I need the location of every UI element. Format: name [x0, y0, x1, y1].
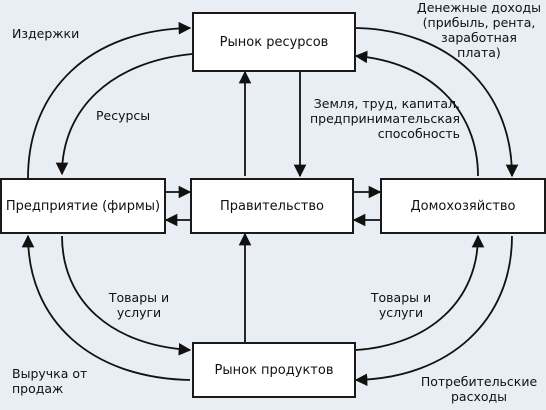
- label-costs: Издержки: [12, 26, 80, 41]
- arrow-factors: [354, 50, 479, 177]
- label-income-line: Денежные доходы: [416, 0, 542, 15]
- label-revenue: Выручка от продаж: [12, 366, 87, 396]
- label-income-line: заработная: [441, 30, 517, 45]
- label-goods-right-line: услуги: [378, 305, 424, 320]
- households-box: Домохозяйство: [380, 178, 546, 234]
- label-spending-line: Потребительские: [420, 374, 538, 389]
- label-income-line: плата): [457, 45, 501, 60]
- arrow-income: [355, 27, 519, 178]
- label-factors-line: способность: [377, 126, 460, 141]
- label-goods-right-line: Товары и: [370, 290, 432, 305]
- label-goods-left-line: Товары и: [108, 290, 170, 305]
- arrow-spending: [354, 235, 513, 387]
- households-label: Домохозяйство: [410, 198, 516, 214]
- label-spending-line: расходы: [450, 389, 508, 404]
- label-goods-left-line: услуги: [116, 305, 162, 320]
- label-income-line: (прибыль, рента,: [422, 15, 536, 30]
- label-resources: Ресурсы: [96, 108, 151, 123]
- resource-market-box: Рынок ресурсов: [192, 12, 356, 72]
- government-label: Правительство: [220, 198, 324, 214]
- arrow-costs: [27, 21, 192, 179]
- label-revenue-line: продаж: [12, 381, 64, 396]
- label-goods-left: Товары и услуги: [94, 290, 184, 320]
- label-factors-line: Земля, труд, капитал,: [313, 96, 460, 111]
- label-goods-right: Товары и услуги: [356, 290, 446, 320]
- firms-label: Предприятие (фирмы): [5, 198, 161, 214]
- label-factors-line: предпринимательская: [310, 111, 460, 126]
- arrow-goods-left: [61, 235, 192, 356]
- label-spending: Потребительские расходы: [414, 374, 544, 404]
- product-market-box: Рынок продуктов: [192, 342, 356, 398]
- label-revenue-line: Выручка от: [12, 366, 88, 381]
- product-market-label: Рынок продуктов: [214, 362, 334, 378]
- resource-market-label: Рынок ресурсов: [219, 34, 329, 50]
- arrow-goods-right: [355, 234, 485, 351]
- firms-box: Предприятие (фирмы): [0, 178, 166, 234]
- government-box: Правительство: [190, 178, 354, 234]
- arrow-resources: [55, 53, 193, 176]
- arrow-revenue: [21, 234, 191, 381]
- label-factors: Земля, труд, капитал, предпринимательска…: [304, 96, 460, 141]
- label-income: Денежные доходы (прибыль, рента, заработ…: [412, 0, 546, 60]
